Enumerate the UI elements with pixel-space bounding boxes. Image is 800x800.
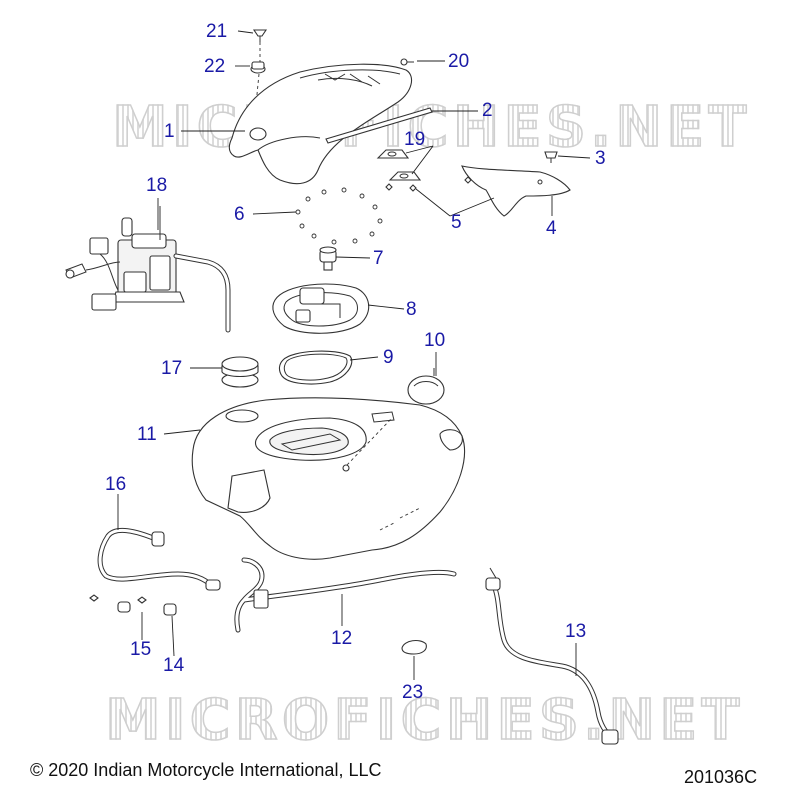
part-18-fuel-pump bbox=[65, 206, 231, 333]
part-17-fuel-cap bbox=[221, 356, 259, 388]
callout-8[interactable]: 8 bbox=[406, 299, 417, 320]
copyright-text: © 2020 Indian Motorcycle International, … bbox=[30, 760, 382, 780]
part-9-gasket bbox=[278, 350, 353, 385]
part-19-brackets bbox=[376, 149, 422, 181]
callout-21[interactable]: 21 bbox=[206, 21, 228, 42]
callout-18[interactable]: 18 bbox=[146, 175, 168, 196]
part-7-sender bbox=[319, 246, 337, 271]
callout-16[interactable]: 16 bbox=[105, 474, 127, 495]
part-23-clamp bbox=[401, 639, 427, 655]
callout-13[interactable]: 13 bbox=[565, 621, 587, 642]
part-10-badge bbox=[407, 368, 445, 405]
part-15-clip bbox=[89, 594, 131, 613]
callout-22[interactable]: 22 bbox=[204, 56, 226, 77]
part-13-overflow-line bbox=[485, 567, 619, 745]
watermark-bottom: MICROFICHES.NET bbox=[104, 688, 744, 753]
callout-7[interactable]: 7 bbox=[373, 248, 384, 269]
part-21-screw bbox=[252, 29, 268, 42]
part-3-clip bbox=[544, 151, 558, 163]
part-16-vent-line bbox=[97, 528, 221, 591]
callout-14[interactable]: 14 bbox=[163, 655, 185, 676]
part-4-plate bbox=[461, 165, 571, 217]
callout-5[interactable]: 5 bbox=[451, 212, 462, 233]
callout-9[interactable]: 9 bbox=[383, 347, 394, 368]
leader-badge-tank bbox=[346, 417, 393, 466]
callout-10[interactable]: 10 bbox=[424, 330, 446, 351]
part-22-grommet bbox=[250, 61, 266, 74]
callout-6[interactable]: 6 bbox=[234, 204, 245, 225]
callout-1[interactable]: 1 bbox=[164, 121, 175, 142]
part-8-pump-plate bbox=[272, 283, 370, 334]
callout-23[interactable]: 23 bbox=[402, 682, 424, 703]
callout-2[interactable]: 2 bbox=[482, 100, 493, 121]
part-14-clip bbox=[137, 596, 177, 616]
part-20-screw bbox=[400, 58, 414, 66]
part-12-fuel-line bbox=[234, 557, 457, 633]
diagram-code: 201036C bbox=[684, 767, 758, 787]
callout-20[interactable]: 20 bbox=[448, 51, 470, 72]
part-1-console-cover bbox=[228, 63, 413, 185]
callout-15[interactable]: 15 bbox=[130, 639, 152, 660]
leader-lines bbox=[117, 30, 591, 680]
part-6-bolt-ring bbox=[295, 187, 383, 245]
callout-4[interactable]: 4 bbox=[546, 218, 557, 239]
part-2-trim-strip bbox=[325, 107, 433, 144]
part-11-fuel-tank bbox=[191, 397, 466, 560]
callout-17[interactable]: 17 bbox=[161, 358, 183, 379]
callout-3[interactable]: 3 bbox=[595, 148, 606, 169]
callout-12[interactable]: 12 bbox=[331, 628, 353, 649]
callout-11[interactable]: 11 bbox=[137, 424, 157, 445]
callout-19[interactable]: 19 bbox=[404, 129, 426, 150]
